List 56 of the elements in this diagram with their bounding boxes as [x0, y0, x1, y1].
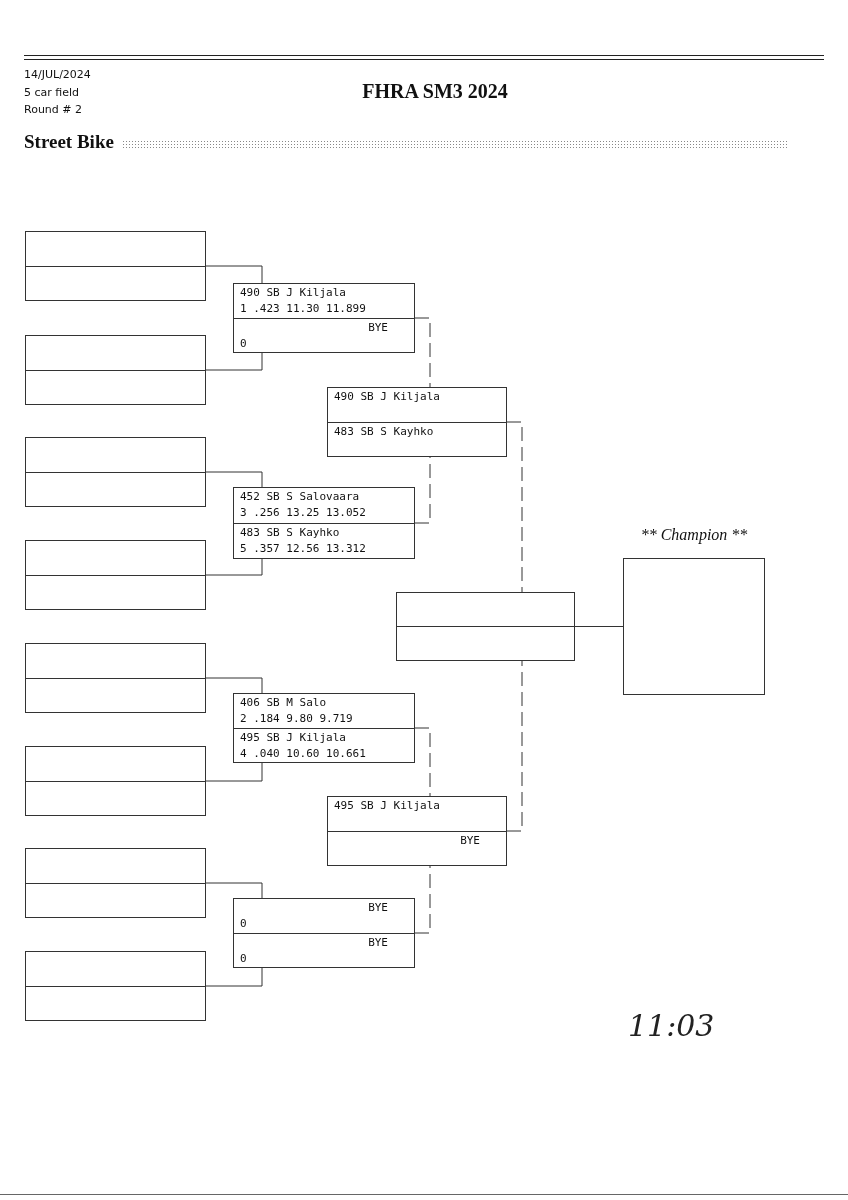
entry-text: 483 SB S Kayhko	[240, 524, 341, 541]
bracket-line	[205, 882, 263, 899]
entry-text: 495 SB J Kiljala	[334, 798, 441, 814]
bracket-line	[506, 660, 523, 832]
empty-slot-box	[396, 592, 575, 661]
empty-slot-box	[25, 746, 206, 816]
entry-text: BYE	[367, 320, 389, 336]
entry-text: 0	[240, 336, 248, 352]
entry-text: 483 SB S Kayhko	[334, 423, 435, 440]
bracket-line	[205, 352, 263, 371]
entry-text: 452 SB S Salovaara	[240, 489, 361, 505]
match-box	[327, 387, 507, 457]
empty-slot-box	[25, 848, 206, 918]
date-text: 14/JUL/2024	[24, 68, 91, 81]
empty-slot-box	[25, 231, 206, 301]
bracket-line	[414, 727, 431, 797]
empty-slot-box	[25, 437, 206, 507]
match-box	[233, 283, 415, 353]
bracket-line	[205, 677, 263, 694]
entry-text: 0	[240, 916, 248, 932]
empty-slot-box	[25, 643, 206, 713]
entry-text: 5 .357 12.56 13.312	[240, 540, 367, 557]
entry-text: 406 SB M Salo	[240, 695, 328, 711]
match-box	[233, 898, 415, 968]
entry-text: 495 SB J Kiljala	[240, 730, 347, 746]
bracket-line	[205, 967, 263, 987]
bracket-line	[205, 558, 263, 576]
empty-slot-box	[25, 540, 206, 610]
bracket-line	[414, 317, 431, 388]
entry-text: 490 SB J Kiljala	[240, 285, 347, 301]
class-heading: Street Bike	[24, 131, 114, 153]
bracket-line	[205, 762, 263, 782]
match-box	[233, 693, 415, 763]
entry-text: 1 .423 11.30 11.899	[240, 301, 367, 317]
page-title: FHRA SM3 2024	[361, 80, 509, 103]
bracket-line	[574, 626, 624, 627]
bracket-line	[506, 421, 523, 593]
handwritten-time: 11:03	[628, 1008, 715, 1043]
field-size-text: 5 car field	[24, 86, 80, 99]
entry-text: 0	[240, 951, 248, 967]
entry-text: 4 .040 10.60 10.661	[240, 746, 367, 762]
entry-text: 2 .184 9.80 9.719	[240, 711, 354, 727]
bracket-line	[205, 471, 263, 488]
entry-text: BYE	[367, 900, 389, 916]
empty-slot-box	[25, 951, 206, 1021]
match-box	[233, 487, 415, 559]
match-box	[327, 796, 507, 866]
entry-text: 3 .256 13.25 13.052	[240, 505, 367, 521]
empty-slot-box	[25, 335, 206, 405]
champion-heading: ** Champion **	[639, 526, 749, 546]
bracket-line	[414, 865, 431, 934]
entry-text: BYE	[367, 935, 389, 951]
bracket-line	[205, 265, 263, 284]
round-text: Round # 2	[24, 103, 82, 116]
entry-text: BYE	[459, 832, 481, 849]
entry-text: 490 SB J Kiljala	[334, 389, 441, 405]
